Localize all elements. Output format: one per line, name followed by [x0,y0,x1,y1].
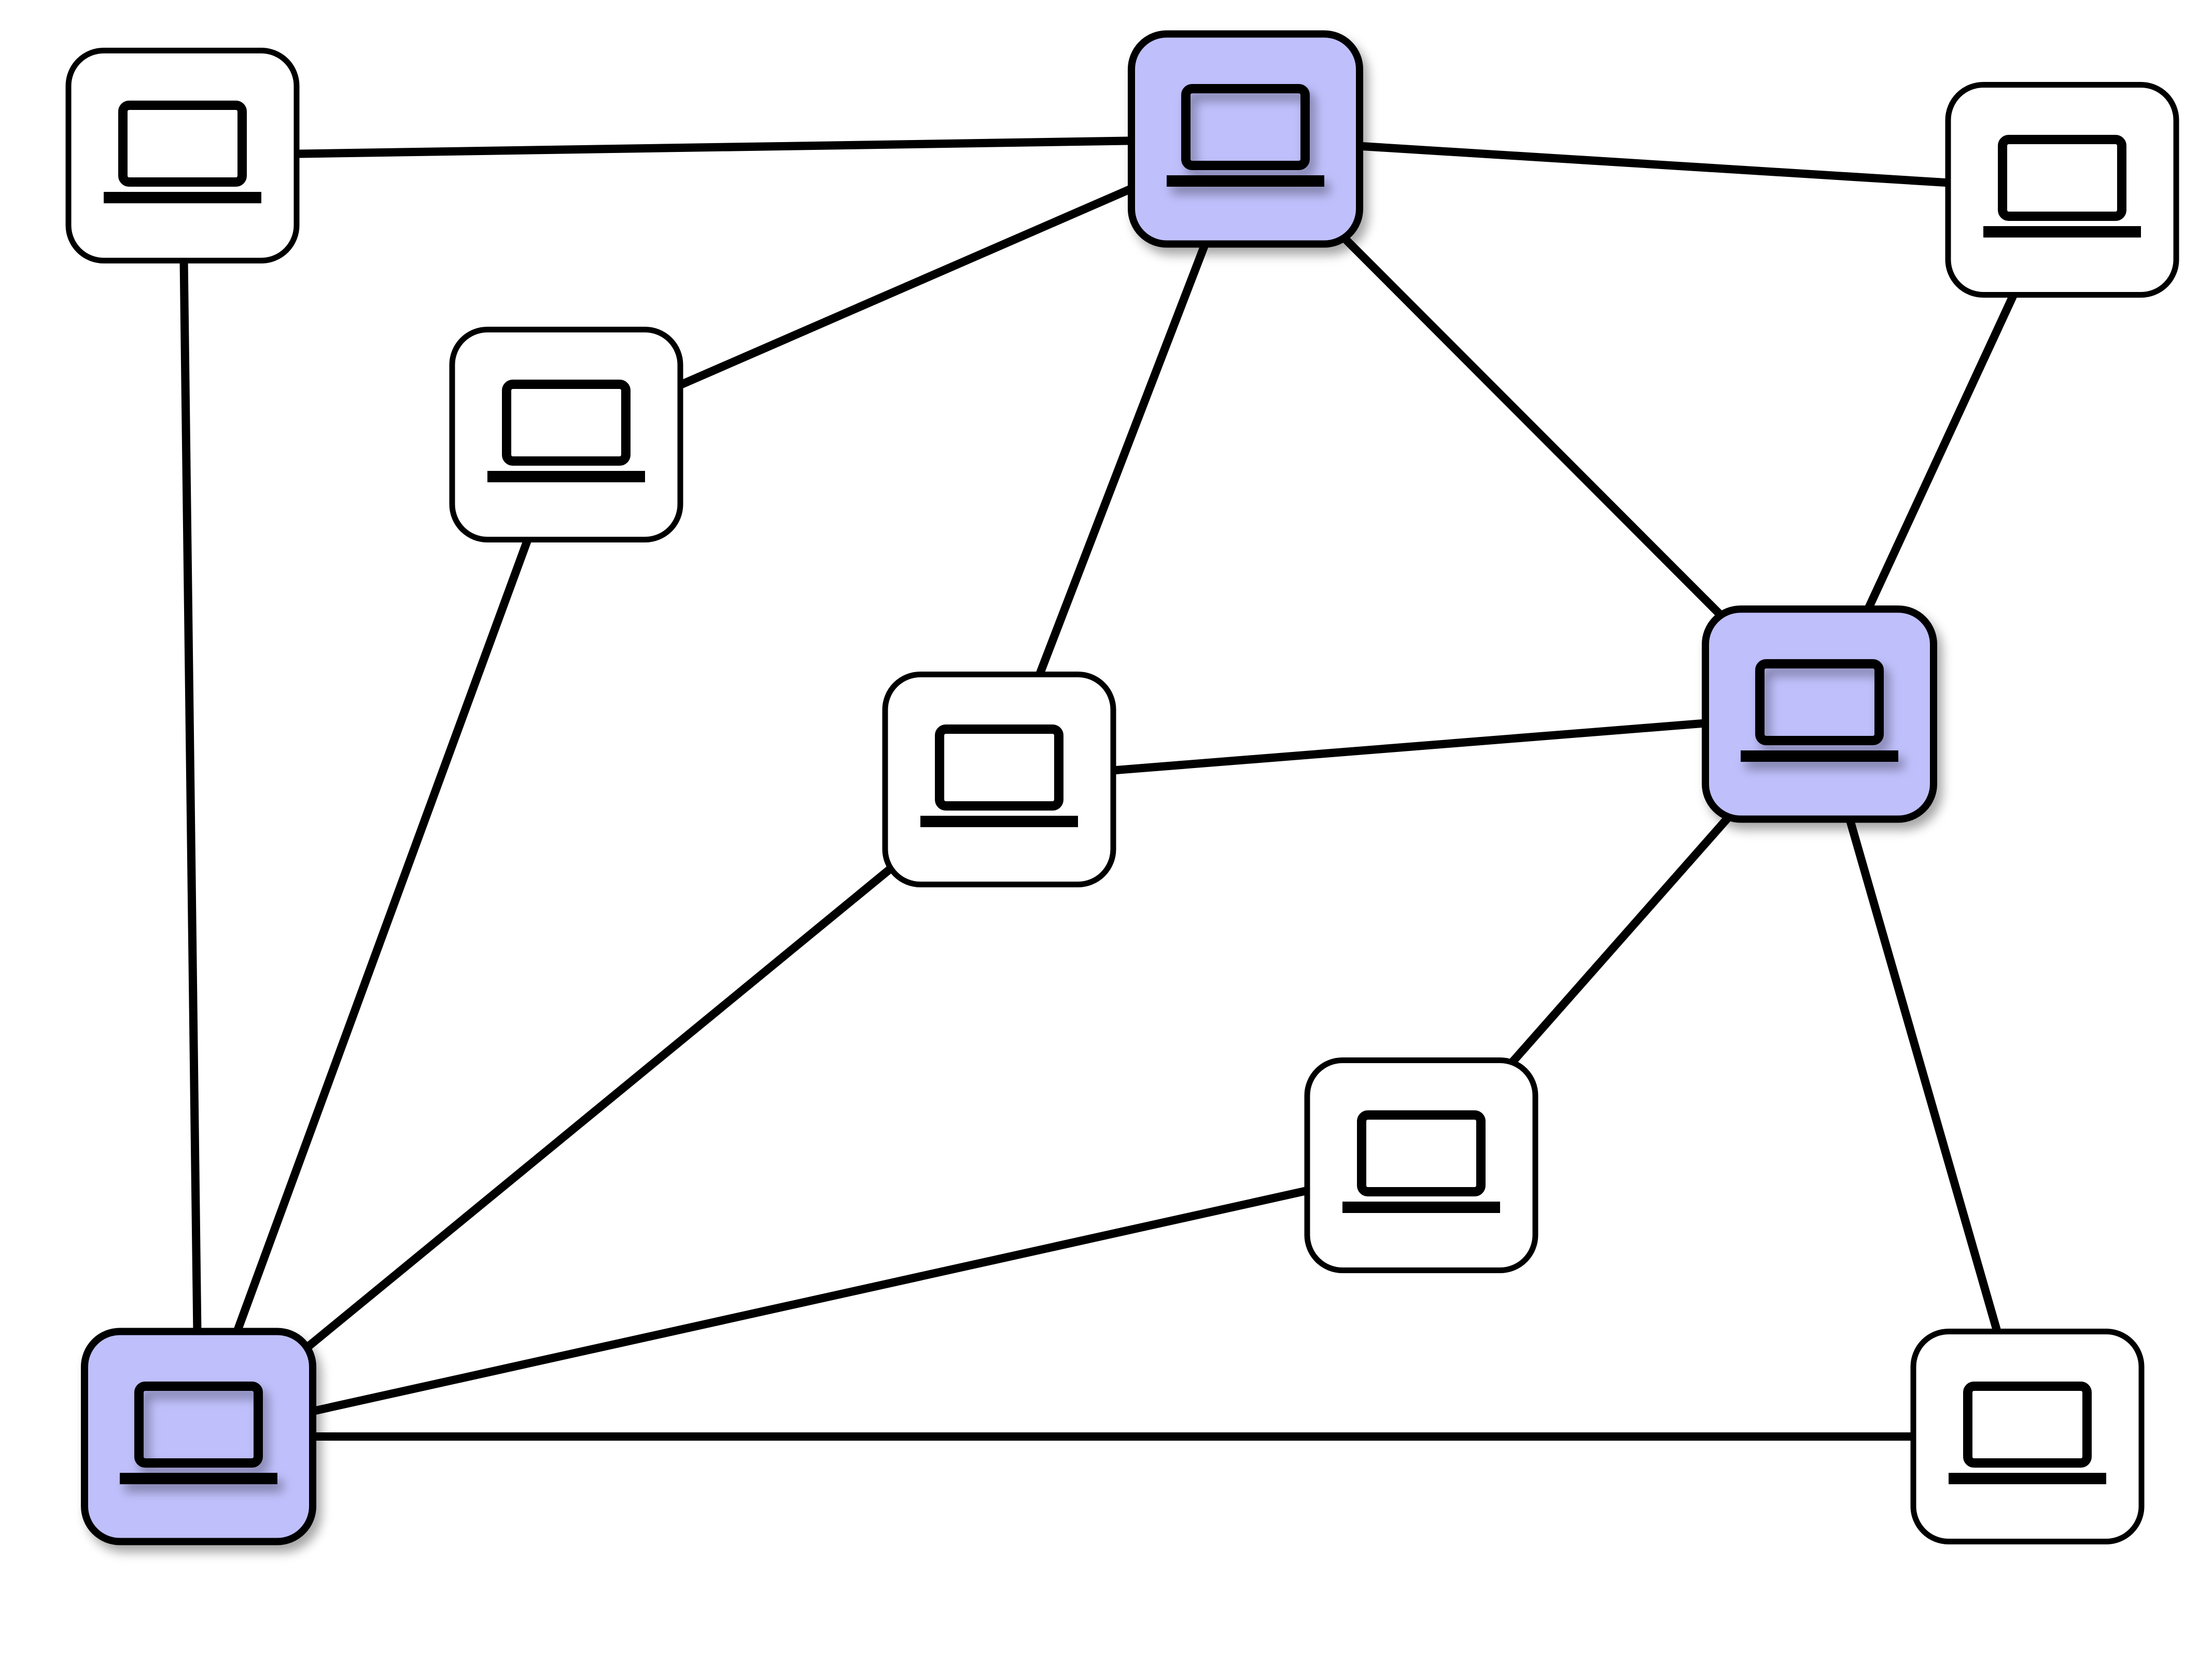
node-n3 [1945,82,2179,298]
edge-n4-n8 [194,433,570,1438]
laptop-screen [134,1382,263,1468]
laptop-icon [1167,84,1324,187]
laptop-screen [1181,84,1310,170]
laptop-icon [1342,1110,1500,1213]
node-box [1945,82,2179,298]
laptop-icon [120,1382,277,1484]
laptop-screen [1755,659,1884,745]
node-n8 [81,1328,316,1545]
node-n7 [1304,1057,1538,1273]
node-box [1304,1057,1538,1273]
node-box [882,672,1116,887]
laptop-icon [1949,1382,2106,1484]
node-box [65,48,300,263]
edge-n5-n6 [999,710,1820,784]
laptop-base [1949,1473,2106,1484]
edge-n6-n9 [1815,713,2032,1438]
edge-n1-n2 [182,135,1246,160]
edge-n2-n3 [1245,135,2063,194]
node-box [1910,1329,2145,1544]
laptop-screen [935,724,1063,811]
node-n6 [1702,605,1937,823]
edge-n7-n8 [198,1161,1422,1441]
node-n1 [65,48,300,263]
laptop-icon [920,724,1078,827]
laptop-screen [502,380,631,466]
laptop-screen [1357,1110,1486,1196]
laptop-screen [1998,135,2126,221]
node-box [1702,605,1937,823]
node-box [449,327,683,542]
laptop-screen [1963,1382,2092,1468]
edge-n5-n8 [195,776,1002,1440]
node-n9 [1910,1329,2145,1544]
edge-n1-n8 [178,155,203,1437]
laptop-base [1983,226,2141,238]
laptop-icon [487,380,645,482]
laptop-base [487,471,645,482]
nodes-layer [65,30,2179,1545]
node-box [1128,30,1363,248]
laptop-base [1342,1202,1500,1213]
laptop-base [104,192,261,203]
laptop-screen [118,101,247,187]
laptop-base [920,816,1078,827]
laptop-icon [1983,135,2141,238]
laptop-base [120,1473,277,1484]
node-box [81,1328,316,1545]
laptop-base [1167,175,1324,187]
node-n2 [1128,30,1363,248]
laptop-icon [104,101,261,203]
node-n4 [449,327,683,542]
laptop-base [1741,750,1898,762]
laptop-icon [1741,659,1898,762]
node-n5 [882,672,1116,887]
